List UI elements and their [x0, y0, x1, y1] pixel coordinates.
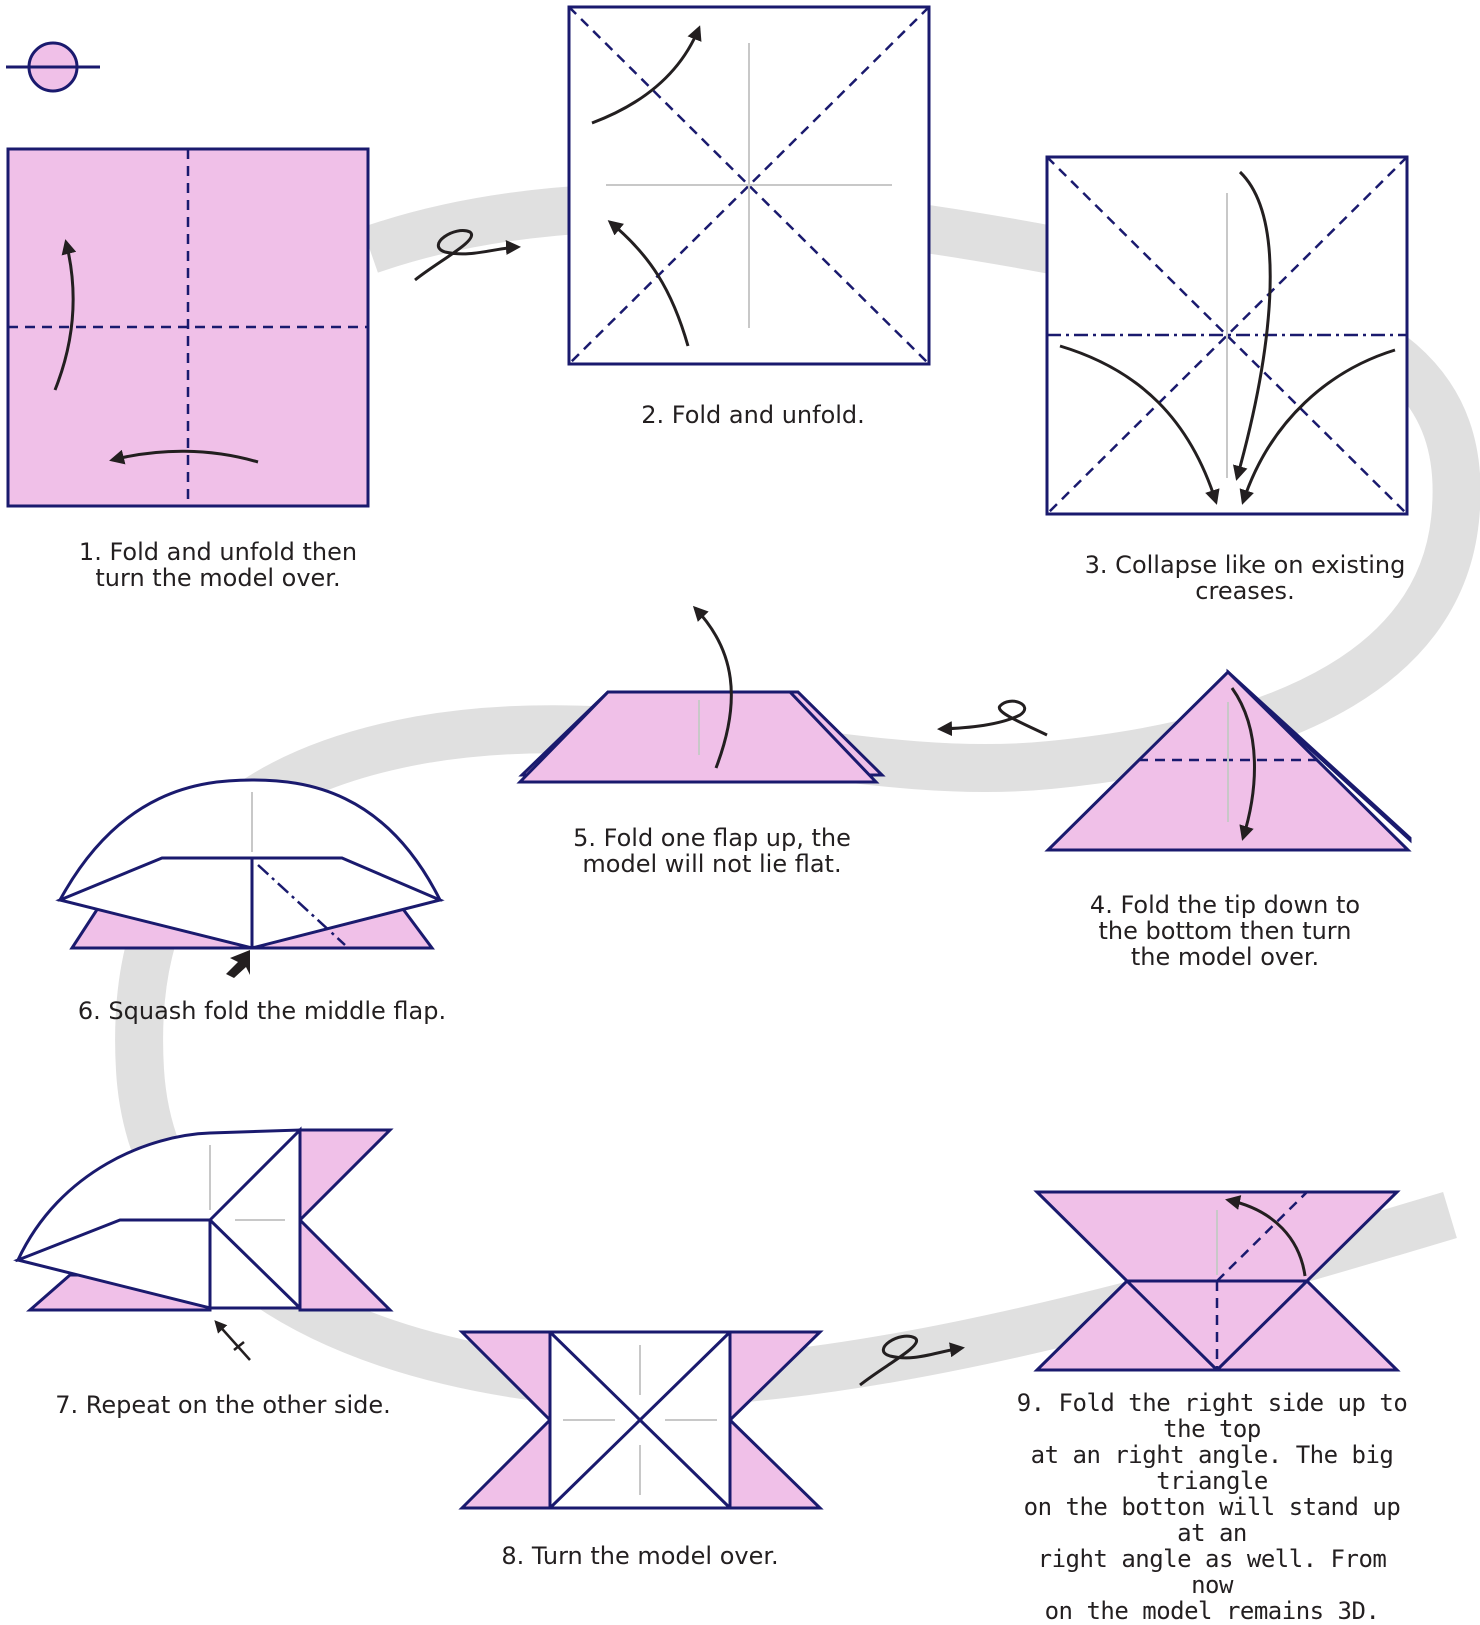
step-1-caption: 1. Fold and unfold then turn the model o…: [78, 538, 358, 592]
turn-over-icon: [414, 229, 521, 282]
squash-arrow-icon: [226, 950, 250, 978]
step-2-caption: 2. Fold and unfold.: [641, 401, 865, 429]
fold-arrow-icon: [607, 220, 690, 347]
fold-arrow-icon: [1059, 344, 1220, 505]
origami-diagram: [6, 5, 1480, 1510]
step-7-caption: 7. Repeat on the other side.: [55, 1391, 391, 1419]
turn-over-icon: [937, 699, 1048, 737]
step-3-diagram: [1045, 155, 1409, 516]
step-2-diagram: [567, 5, 931, 366]
fold-arrow-icon: [109, 449, 259, 465]
step-4-diagram: [1044, 668, 1412, 852]
fold-arrow-icon: [1230, 687, 1256, 841]
fold-arrow-icon: [1239, 348, 1396, 505]
step-8-diagram: [458, 1330, 824, 1510]
step-3-caption: 3. Collapse like on existing creases.: [1084, 551, 1406, 605]
fold-arrow-icon: [591, 25, 702, 125]
step-9-diagram: [1033, 1190, 1401, 1372]
fold-arrow-icon: [1233, 170, 1272, 481]
push-arrow-icon: [214, 1320, 251, 1361]
step-5-caption: 5. Fold one flap up, the model will not …: [573, 824, 851, 878]
fold-arrow-icon: [692, 605, 733, 769]
step-8-caption: 8. Turn the model over.: [501, 1542, 779, 1570]
step-6-caption: 6. Squash fold the middle flap.: [77, 997, 447, 1025]
fold-arrow-icon: [53, 239, 77, 391]
step-6-diagram: [55, 778, 445, 978]
paper-color-side-symbol: [6, 41, 100, 93]
step-7-diagram: [13, 1126, 394, 1361]
turn-over-icon: [859, 1334, 965, 1387]
step-1-diagram: [6, 147, 370, 508]
step-4-caption: 4. Fold the tip down to the bottom then …: [1089, 891, 1361, 971]
fold-arrow-icon: [1225, 1195, 1307, 1277]
step-5-diagram: [516, 605, 886, 784]
